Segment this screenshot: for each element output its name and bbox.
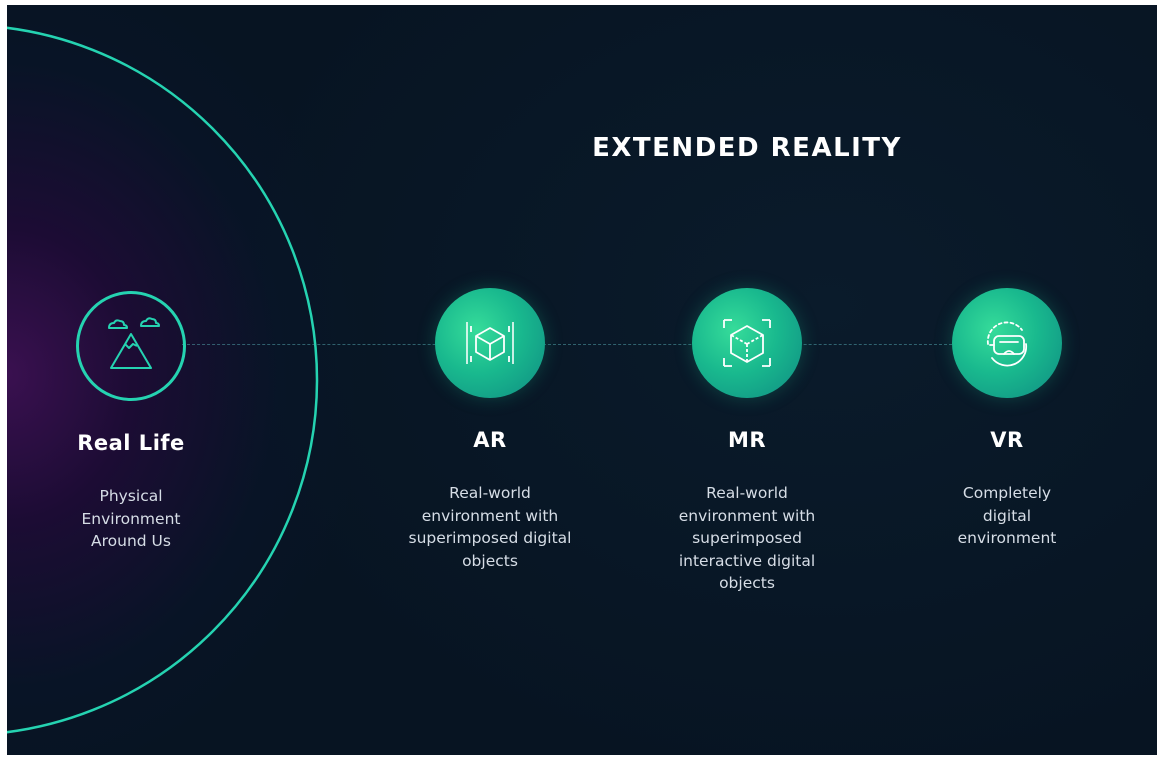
mr-label: MR xyxy=(727,428,767,452)
real-life-circle xyxy=(76,291,186,401)
vr-circle xyxy=(952,288,1062,398)
ar-description: Real-world environment with superimposed… xyxy=(408,484,572,570)
dashed-connector-line xyxy=(182,344,952,345)
real-life-description: Physical Environment Around Us xyxy=(81,487,181,550)
vr-headset-icon xyxy=(986,321,1028,367)
real-life-arc xyxy=(7,26,319,734)
vr-label: VR xyxy=(990,428,1024,452)
ar-label: AR xyxy=(473,428,507,452)
mr-cube-icon xyxy=(723,319,771,367)
mountain-clouds-icon xyxy=(108,317,160,369)
ar-circle xyxy=(435,288,545,398)
node-mr: MR Real-world environment with superimpo… xyxy=(642,288,852,595)
ar-cube-icon xyxy=(466,322,514,364)
diagram-canvas: EXTENDED REALITY Real Life Physical Envi… xyxy=(7,5,1157,755)
node-vr: VR Completely digital environment xyxy=(902,288,1112,550)
mr-circle xyxy=(692,288,802,398)
node-real-life: Real Life Physical Environment Around Us xyxy=(26,291,236,553)
real-life-label: Real Life xyxy=(77,431,185,455)
node-ar: AR Real-world environment with superimpo… xyxy=(385,288,595,572)
vr-description: Completely digital environment xyxy=(957,484,1057,547)
mr-description: Real-world environment with superimposed… xyxy=(678,484,816,592)
diagram-title: EXTENDED REALITY xyxy=(592,133,902,163)
